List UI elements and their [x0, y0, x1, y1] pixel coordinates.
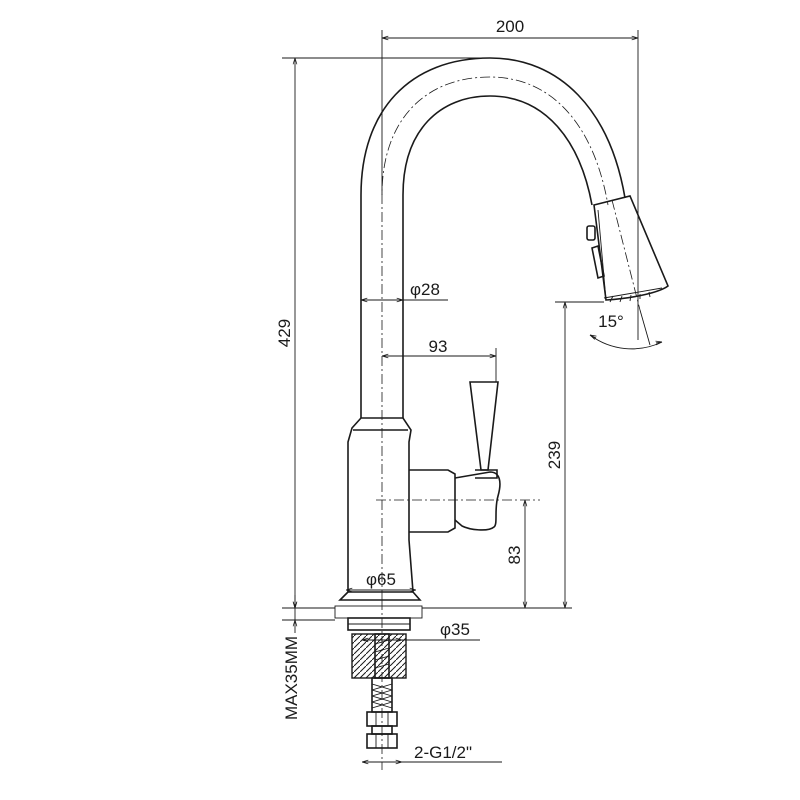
dimension-overall-reach: 200	[381, 17, 639, 340]
handle-axis-height-label: 83	[505, 546, 524, 565]
overall-reach-label: 200	[496, 17, 524, 36]
dimension-overall-height: 429	[275, 57, 490, 609]
handle	[376, 381, 540, 533]
spout-diameter-label: φ28	[410, 280, 440, 299]
overall-height-label: 429	[275, 319, 294, 347]
dimension-spray-head-angle: 15°	[590, 309, 662, 350]
dimension-spout-diameter: φ28	[361, 280, 448, 300]
max-deck-thickness-label: MAX35MM	[282, 636, 301, 720]
supply-connection-label: 2-G1/2"	[414, 743, 472, 762]
pull-down-spray-head	[586, 195, 669, 311]
dimension-spout-outlet-height: 239	[422, 301, 604, 609]
spout	[360, 57, 626, 600]
mount-hole-diameter-label: φ35	[440, 620, 470, 639]
dimension-base-diameter: φ65	[346, 570, 416, 590]
dimension-mount-hole-diameter: φ35	[362, 620, 480, 640]
mounting-hardware	[334, 600, 423, 770]
spray-head-angle-label: 15°	[598, 312, 624, 331]
dimension-handle-offset: 93	[382, 337, 497, 382]
dimension-supply-connection: 2-G1/2"	[362, 743, 502, 762]
base-diameter-label: φ65	[366, 570, 396, 589]
spout-outlet-height-label: 239	[545, 441, 564, 469]
dimension-max-deck-thickness: MAX35MM	[282, 595, 335, 720]
dimension-handle-axis-height: 83	[505, 500, 525, 608]
handle-offset-label: 93	[429, 337, 448, 356]
faucet-body	[338, 417, 422, 601]
